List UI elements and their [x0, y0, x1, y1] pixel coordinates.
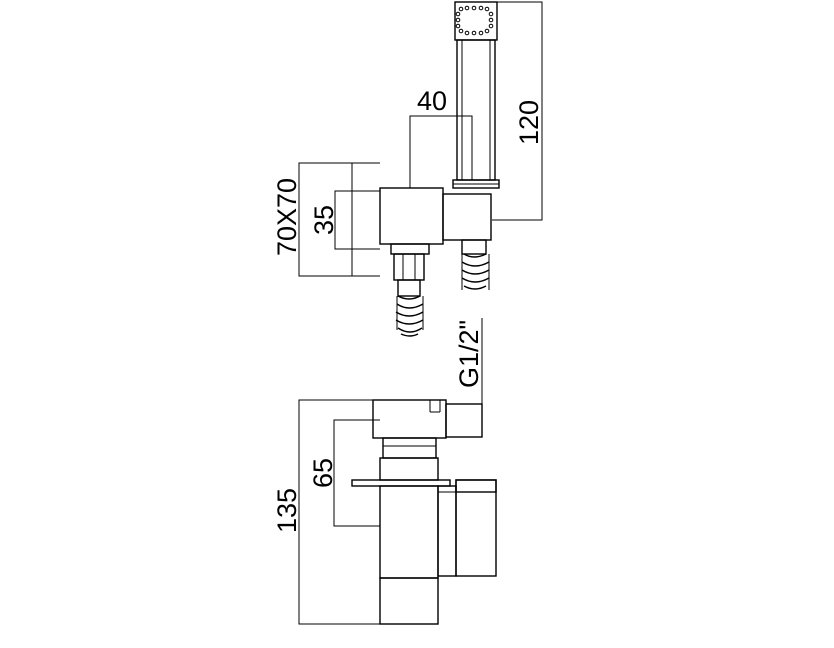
dimension-70x70-label: 70X70: [272, 178, 302, 256]
dimension-135: 135: [272, 399, 380, 625]
valve-lower-body: [379, 485, 439, 625]
dimension-g1-2: G1/2": [454, 318, 484, 437]
dimension-120-label: 120: [514, 100, 544, 145]
dimension-35: 35: [309, 190, 380, 250]
wall-plate: [351, 479, 451, 487]
lever-handle: [437, 479, 497, 577]
side-view: G1/2": [272, 318, 497, 625]
inlet-connector: [390, 243, 430, 337]
dimension-35-label: 35: [309, 205, 339, 235]
top-view: 40 120 70X70 35: [272, 1, 544, 337]
dimension-70x70: 70X70: [272, 162, 380, 277]
valve-body: [379, 187, 492, 245]
wall-flange: [372, 399, 483, 439]
dimension-40: 40: [409, 86, 473, 188]
spray-holes-icon: [455, 5, 494, 36]
dimension-135-label: 135: [272, 488, 302, 533]
valve-neck: [379, 437, 439, 481]
dimension-40-label: 40: [417, 86, 447, 116]
dimension-g1-2-label: G1/2": [454, 320, 484, 388]
dimension-120: 120: [492, 1, 544, 221]
shower-handle: [452, 39, 500, 189]
hose-connector: [461, 239, 490, 290]
dimension-65: 65: [308, 419, 380, 527]
shower-head: [454, 1, 498, 41]
dimension-65-label: 65: [308, 458, 338, 488]
